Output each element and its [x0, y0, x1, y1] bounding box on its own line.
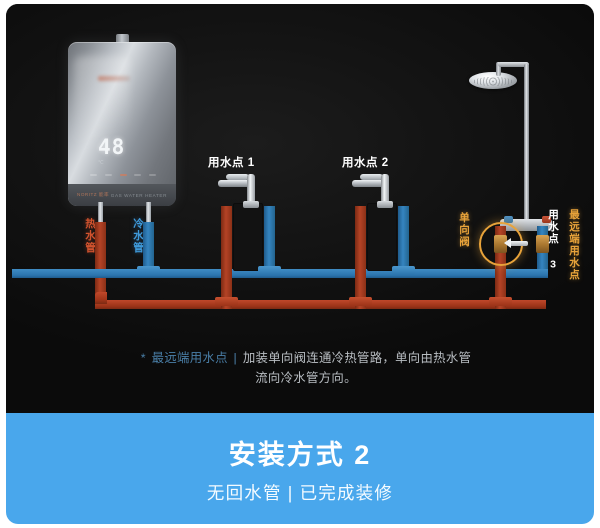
- fixture-label-3: 用水点 3: [547, 209, 560, 272]
- fixture1-hot-tee: [215, 297, 238, 306]
- faucet-neck-2: [381, 174, 389, 204]
- water-heater: 48 ℃ NORITZ 能率 GAS WATER HEATER: [68, 34, 176, 206]
- heater-brand-right: GAS WATER HEATER: [110, 192, 167, 198]
- check-valve-body-cold-side: [536, 235, 549, 253]
- shower-cold-knob[interactable]: [504, 216, 513, 223]
- installation-method-banner: 安装方式 2 无回水管 | 已完成装修: [6, 413, 594, 524]
- footnote-asterisk: *: [140, 351, 146, 365]
- faucet-icon-1: [218, 174, 264, 208]
- footnote-text-1: 加装单向阀连通冷热管路，单向由热水管: [242, 351, 472, 365]
- counter-pedestal-2: [368, 204, 396, 270]
- heater-brand-left: NORITZ 能率: [77, 192, 110, 197]
- fixture2-hot-riser: [355, 206, 366, 309]
- fixture3-hot-riser: [495, 226, 506, 309]
- footnote-highlight: 最远端用水点: [151, 351, 228, 365]
- heater-control-keys[interactable]: [90, 173, 156, 177]
- check-valve-label: 单向阀: [458, 212, 471, 248]
- faucet-handle-1[interactable]: [226, 174, 249, 180]
- shower-arm: [498, 62, 529, 67]
- fixture3-cold-corner: [537, 269, 548, 278]
- heater-cold-inlet-stub: [146, 202, 151, 224]
- counter-pedestal-1: [234, 204, 262, 270]
- installation-diagram-panel: 48 ℃ NORITZ 能率 GAS WATER HEATER: [6, 4, 594, 413]
- heater-led-strip: [98, 76, 130, 81]
- heater-temperature-value: 48: [98, 134, 126, 159]
- heater-key-2[interactable]: [104, 174, 112, 176]
- heater-hot-outlet-stub: [98, 202, 103, 224]
- shower-hot-knob[interactable]: [542, 216, 551, 223]
- faucet-spout-2: [352, 180, 386, 187]
- fixture1-hot-riser: [221, 206, 232, 309]
- faucet-neck-1: [247, 174, 255, 204]
- faucet-handle-2[interactable]: [360, 174, 383, 180]
- heater-key-5[interactable]: [149, 174, 156, 176]
- check-valve-crossover-pipe: [508, 241, 528, 246]
- banner-subtitle: 无回水管 | 已完成装修: [206, 482, 394, 503]
- flow-direction-arrow-icon: [504, 238, 511, 248]
- footnote-line-2: 流向冷水管方向。: [255, 371, 357, 386]
- heater-key-3[interactable]: [119, 174, 127, 176]
- faucet-icon-2: [352, 174, 398, 208]
- hot-main-elbow: [95, 292, 107, 304]
- check-valve-body-hot-side: [494, 235, 507, 253]
- footnote: * 最远端用水点 | 加装单向阀连通冷热管路，单向由热水管 流向冷水管方向。: [12, 348, 594, 389]
- footnote-separator: |: [233, 351, 238, 365]
- fixture2-cold-tee: [392, 266, 415, 275]
- heater-hot-riser: [95, 222, 106, 300]
- heater-display: 48 ℃: [98, 136, 148, 166]
- fixture3-hot-tee: [489, 297, 512, 306]
- fixture1-cold-riser: [264, 206, 275, 270]
- fixture-label-1: 用水点 1: [208, 157, 255, 169]
- faucet-base-2: [377, 201, 393, 208]
- heater-bottom-strip: NORITZ 能率 GAS WATER HEATER: [68, 184, 176, 206]
- heater-temperature-unit: ℃: [98, 159, 105, 166]
- fixture2-hot-tee: [349, 297, 372, 306]
- heater-cold-riser: [143, 222, 154, 278]
- farthest-point-label: 最远端用水点: [568, 209, 581, 281]
- shower-head-icon: [469, 72, 517, 89]
- faucet-spout-1: [218, 180, 252, 187]
- hot-pipe-label: 热水管: [84, 218, 97, 254]
- heater-key-1[interactable]: [90, 174, 97, 176]
- heater-key-4[interactable]: [134, 174, 142, 176]
- heater-body: 48 ℃ NORITZ 能率 GAS WATER HEATER: [68, 42, 176, 206]
- hot-water-main-line: [95, 300, 546, 309]
- footnote-line-1: * 最远端用水点 | 加装单向阀连通冷热管路，单向由热水管: [12, 348, 594, 368]
- fixture1-cold-tee: [258, 266, 281, 275]
- fixture2-cold-riser: [398, 206, 409, 270]
- cold-pipe-label: 冷水管: [132, 218, 145, 254]
- banner-title: 安装方式 2: [228, 439, 372, 470]
- shower-riser-pipe: [524, 64, 529, 224]
- faucet-base-1: [243, 201, 259, 208]
- shower-head-drop: [496, 62, 501, 76]
- fixture-label-2: 用水点 2: [342, 157, 389, 169]
